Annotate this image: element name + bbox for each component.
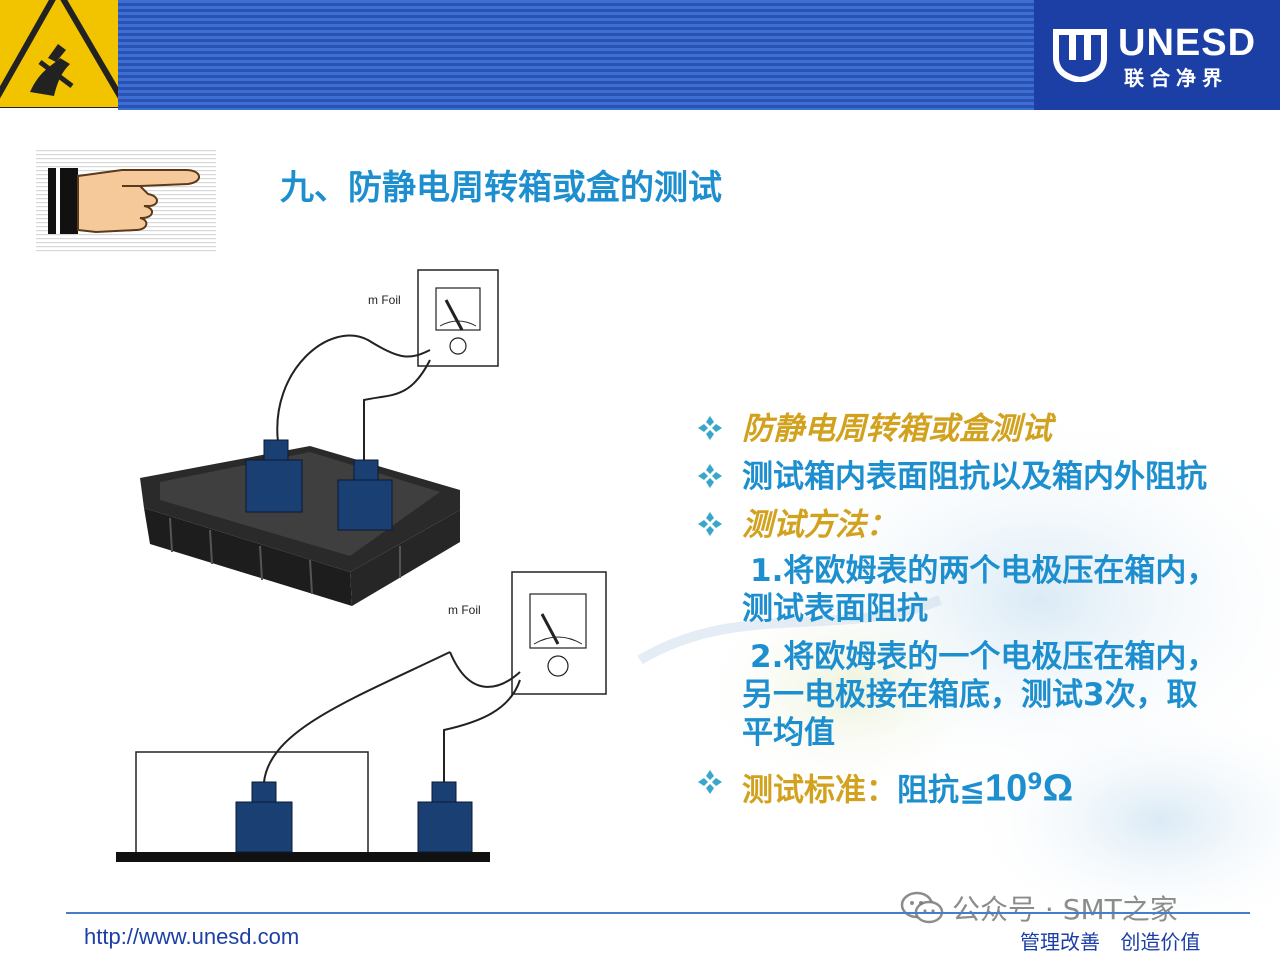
logo-subtitle: 联合净界 [1124,66,1228,90]
electrode-bottom-right [417,781,473,853]
base-plate [116,852,490,862]
bullet-item: 测试箱内表面阻抗以及箱内外阻抗 [690,456,1220,498]
electrode-top-left [245,439,303,513]
electrode-top-right [337,459,393,531]
diamond-bullet-icon [698,464,722,488]
esd-warning-icon [0,0,118,108]
header-banner: UNESD 联合净界 [0,0,1280,110]
standard-label: 测试标准： [742,772,897,809]
foil-label-bottom: m Foil [448,603,481,617]
watermark: 公众号 · SMT之家 [900,888,1260,928]
pointing-hand-icon [36,150,216,254]
watermark-text: 公众号 · SMT之家 [952,893,1178,926]
logo-text: UNESD [1118,22,1257,64]
bullet-item: 测试方法： [690,504,1220,546]
footer-motto: 管理改善 创造价值 [1020,930,1201,954]
diamond-bullet-icon [698,770,722,794]
test-standard: 测试标准：阻抗≦109Ω [690,762,1220,811]
test-setup-diagram: m Foil m Foil [116,269,607,862]
bullet-list: 防静电周转箱或盒测试 测试箱内表面阻抗以及箱内外阻抗 测试方法： 1.将欧姆表的… [690,408,1220,817]
header-stripe-band [118,0,1034,110]
diamond-bullet-icon [698,512,722,536]
diamond-bullet-icon [698,416,722,440]
method-step: 2.将欧姆表的一个电极压在箱内，另一电极接在箱底，测试3次，取平均值 [742,639,1218,751]
footer-url-link[interactable]: http://www.unesd.com [84,924,300,949]
electrode-bottom-left [235,781,293,853]
method-step: 1.将欧姆表的两个电极压在箱内，测试表面阻抗 [742,553,1218,627]
standard-base: 10 [984,767,1028,810]
foil-label-top: m Foil [368,293,401,307]
standard-exponent: 9 [1027,770,1043,795]
wechat-icon [900,891,944,924]
ohmmeter-top [417,269,499,367]
footer-divider [66,912,1250,914]
standard-value-prefix: 阻抗≦ [897,772,985,809]
ohmmeter-bottom [511,571,607,695]
bullet-item: 防静电周转箱或盒测试 [690,408,1220,450]
logo-shield-icon [1053,29,1107,82]
slide-title: 九、防静电周转箱或盒的测试 [280,168,722,208]
standard-unit: Ω [1042,767,1074,810]
